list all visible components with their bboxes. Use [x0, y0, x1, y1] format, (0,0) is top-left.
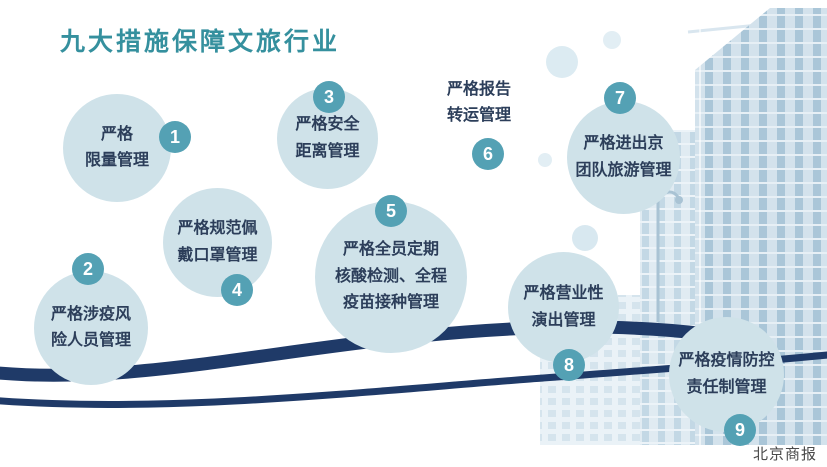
measure-text: 严格疫情防控 责任制管理	[669, 317, 784, 432]
measure-text: 严格涉疫风 险人员管理	[34, 271, 148, 385]
measure-bubble-9: 严格疫情防控 责任制管理 9	[669, 317, 784, 446]
measure-text: 严格 限量管理	[63, 94, 171, 202]
measure-text-line: 严格	[100, 125, 133, 143]
measure-text-line: 严格安全	[295, 116, 360, 134]
measure-number-badge: 7	[604, 82, 636, 114]
measure-text-line: 严格规范佩	[177, 220, 258, 238]
measure-bubble-2: 严格涉疫风 险人员管理 2	[34, 253, 148, 385]
measure-number-badge: 2	[72, 253, 104, 285]
measure-bubble-8: 严格营业性 演出管理 8	[508, 252, 619, 381]
page-title: 九大措施保障文旅行业	[60, 28, 341, 56]
measure-number-badge: 8	[553, 349, 585, 381]
measure-circle	[34, 271, 148, 385]
measure-circle	[669, 317, 784, 432]
measure-circle	[63, 94, 171, 202]
measure-text-line: 戴口罩管理	[177, 246, 258, 264]
measure-text-line: 疫苗接种管理	[342, 294, 439, 312]
measure-circle	[163, 188, 272, 297]
measure-number-badge: 4	[221, 274, 253, 306]
measure-text: 严格报告 转运管理	[424, 70, 534, 136]
measure-circle	[567, 101, 680, 214]
measure-bubble-6: 严格报告 转运管理 6	[424, 70, 534, 170]
measure-text: 严格进出京 团队旅游管理	[567, 101, 680, 214]
measure-text-line: 限量管理	[84, 152, 149, 169]
measure-bubble-4: 严格规范佩 戴口罩管理 4	[163, 188, 272, 306]
measure-text: 严格安全 距离管理	[277, 88, 378, 189]
measure-circle	[508, 252, 619, 363]
source-credit: 北京商报	[752, 446, 817, 463]
measure-text-line: 核酸检测、全程	[334, 267, 447, 285]
measure-number-badge: 9	[724, 414, 756, 446]
measure-text-line: 团队旅游管理	[575, 161, 672, 179]
measure-text-line: 严格营业性	[523, 285, 604, 303]
measure-bubble-1: 严格 限量管理 1	[63, 94, 191, 202]
measure-text-line: 严格疫情防控	[678, 352, 775, 370]
measure-text-line: 转运管理	[446, 107, 511, 124]
measure-number-badge: 3	[313, 81, 345, 113]
measure-text: 严格全员定期 核酸检测、全程 疫苗接种管理	[315, 201, 467, 353]
measure-text-line: 演出管理	[531, 311, 596, 329]
measure-text-line: 严格报告	[446, 80, 511, 98]
measure-text-line: 严格进出京	[583, 135, 664, 153]
measure-text-line: 严格全员定期	[342, 241, 439, 259]
measure-text-line: 责任制管理	[686, 378, 767, 396]
measure-number-badge: 6	[472, 138, 504, 170]
measure-number-badge: 5	[375, 195, 407, 227]
measure-text-line: 险人员管理	[50, 332, 131, 349]
measure-bubble-3: 严格安全 距离管理 3	[277, 81, 378, 189]
measure-bubble-7: 严格进出京 团队旅游管理 7	[567, 82, 680, 214]
measure-text-line: 严格涉疫风	[50, 305, 131, 323]
measure-text-line: 距离管理	[295, 142, 360, 160]
measure-text: 严格营业性 演出管理	[508, 252, 619, 363]
measure-bubble-5: 严格全员定期 核酸检测、全程 疫苗接种管理 5	[315, 195, 467, 353]
measure-number-badge: 1	[159, 121, 191, 153]
measure-text: 严格规范佩 戴口罩管理	[163, 188, 272, 297]
